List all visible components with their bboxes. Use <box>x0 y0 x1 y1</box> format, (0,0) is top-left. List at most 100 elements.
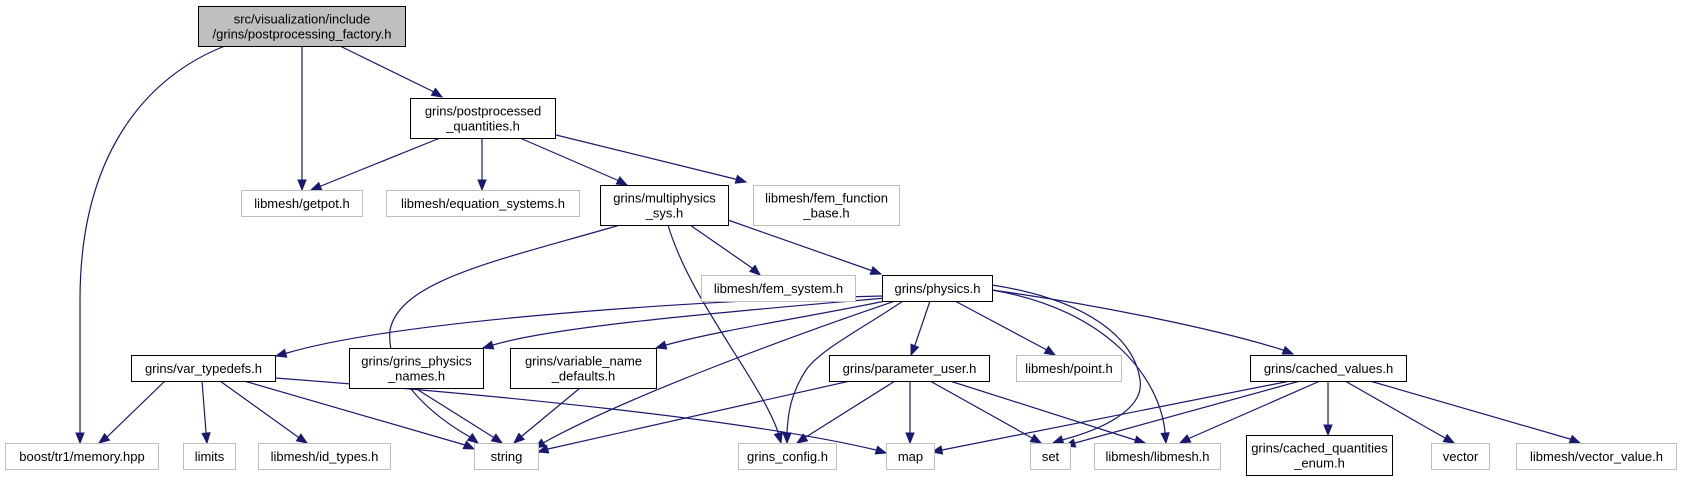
node-box <box>1094 443 1221 470</box>
node-libmesh[interactable]: libmesh/libmesh.h <box>1094 443 1221 470</box>
node-map[interactable]: map <box>886 443 935 470</box>
node-memory[interactable]: boost/tr1/memory.hpp <box>5 443 159 470</box>
node-root[interactable]: src/visualization/include/grins/postproc… <box>198 6 406 47</box>
arrowhead <box>773 431 783 445</box>
node-physics[interactable]: grins/physics.h <box>882 275 993 302</box>
node-label: libmesh/vector_value.h <box>1530 449 1663 464</box>
edge-physics-to-variable_name <box>654 299 891 350</box>
node-label: _quantities.h <box>445 119 520 134</box>
arrowhead <box>536 444 550 454</box>
node-box <box>198 6 406 47</box>
node-cached-values[interactable]: grins/cached_values.h <box>1250 355 1407 382</box>
edge-physics-to-parameter_user <box>910 300 931 357</box>
edge-var_typedefs-to-limits <box>201 380 211 445</box>
node-label: _sys.h <box>645 206 684 221</box>
node-box <box>1516 443 1677 470</box>
node-multiphysics[interactable]: grins/multiphysics_sys.h <box>600 185 729 226</box>
node-fem-function[interactable]: libmesh/fem_function_base.h <box>753 185 900 226</box>
node-label: grins/variable_name <box>525 354 642 369</box>
node-label: boost/tr1/memory.hpp <box>19 449 144 464</box>
node-cached-quantities-enum[interactable]: grins/cached_quantities_enum.h <box>1246 435 1393 476</box>
arrowhead <box>309 181 323 191</box>
node-label: _base.h <box>802 206 849 221</box>
node-parameter-user[interactable]: grins/parameter_user.h <box>829 355 990 382</box>
node-grins-config[interactable]: grins_config.h <box>738 443 837 470</box>
node-label: libmesh/id_types.h <box>271 449 379 464</box>
node-box <box>241 190 363 217</box>
edge-parameter_user-to-grins_config <box>795 380 896 444</box>
node-box <box>5 443 159 470</box>
arrowhead <box>75 432 85 445</box>
edge-parameter_user-to-set <box>929 380 1043 444</box>
node-var-typedefs[interactable]: grins/var_typedefs.h <box>131 355 276 382</box>
node-label: libmesh/libmesh.h <box>1105 449 1209 464</box>
node-label: grins/multiphysics <box>613 191 716 206</box>
node-label: grins/cached_values.h <box>1264 361 1393 376</box>
arrowhead <box>1051 435 1065 445</box>
node-fem-system[interactable]: libmesh/fem_system.h <box>701 275 856 302</box>
node-string[interactable]: string <box>474 443 539 470</box>
node-box <box>829 355 990 382</box>
node-vector[interactable]: vector <box>1431 443 1490 470</box>
arrowhead <box>1568 434 1582 444</box>
node-limits[interactable]: limits <box>183 443 236 470</box>
node-label: grins/grins_physics <box>361 354 472 369</box>
node-box <box>738 443 837 470</box>
arrowhead <box>466 432 480 444</box>
node-box <box>600 185 729 226</box>
node-box <box>183 443 236 470</box>
node-vector-value[interactable]: libmesh/vector_value.h <box>1516 443 1677 470</box>
node-label: libmesh/fem_function <box>765 191 888 206</box>
node-label: grins/parameter_user.h <box>843 361 977 376</box>
node-point[interactable]: libmesh/point.h <box>1016 355 1122 382</box>
node-label: string <box>491 449 523 464</box>
node-set[interactable]: set <box>1030 443 1071 470</box>
node-label: set <box>1042 449 1060 464</box>
arrowhead <box>274 348 288 358</box>
node-box <box>1030 443 1071 470</box>
node-getpot[interactable]: libmesh/getpot.h <box>241 190 363 217</box>
arrowhead <box>1133 435 1147 445</box>
arrowhead <box>910 343 920 357</box>
edge-multiphysics-to-fem_system <box>689 224 762 276</box>
arrowhead <box>1178 434 1192 444</box>
edge-parameter_user-to-string <box>536 380 851 454</box>
edge-var_typedefs-to-id_types <box>219 380 309 444</box>
node-box <box>1016 355 1122 382</box>
node-label: libmesh/point.h <box>1025 361 1112 376</box>
edge-cached_values-to-vector <box>1344 380 1456 444</box>
arrowhead <box>782 432 792 445</box>
edge-cached_values-to-cached_quantities_enum <box>1323 381 1333 437</box>
node-box <box>1431 443 1490 470</box>
node-box <box>701 275 856 302</box>
arrowhead <box>1281 345 1295 355</box>
arrowhead <box>490 433 504 444</box>
arrowhead <box>795 433 809 444</box>
node-postprocessed[interactable]: grins/postprocessed_quantities.h <box>410 98 556 139</box>
node-equation-systems[interactable]: libmesh/equation_systems.h <box>386 190 580 217</box>
node-label: map <box>898 449 923 464</box>
node-id-types[interactable]: libmesh/id_types.h <box>258 443 391 470</box>
arrowhead <box>512 432 526 444</box>
node-label: libmesh/getpot.h <box>254 196 349 211</box>
node-label: grins/var_typedefs.h <box>145 361 262 376</box>
node-label: src/visualization/include <box>234 12 371 27</box>
node-variable-name[interactable]: grins/variable_name_defaults.h <box>510 348 657 389</box>
edge-multiphysics-to-string <box>389 224 621 444</box>
edge-root-to-postprocessed <box>339 45 444 98</box>
node-label: _enum.h <box>1293 456 1345 471</box>
node-grins-physics-names[interactable]: grins/grins_physics_names.h <box>349 348 484 389</box>
arrowhead <box>874 445 888 455</box>
edge-physics-to-grins_physics_names <box>481 297 886 350</box>
node-box <box>1246 435 1393 476</box>
edge-cached_values-to-libmesh <box>1178 380 1321 444</box>
node-box <box>1250 355 1407 382</box>
arrowhead <box>1043 345 1057 356</box>
arrowhead <box>1442 433 1456 444</box>
edge-postprocessed-to-multiphysics <box>519 137 629 186</box>
node-box <box>510 348 657 389</box>
node-label: _names.h <box>387 369 445 384</box>
node-label: grins/postprocessed <box>425 104 541 119</box>
arrowhead <box>748 264 762 276</box>
